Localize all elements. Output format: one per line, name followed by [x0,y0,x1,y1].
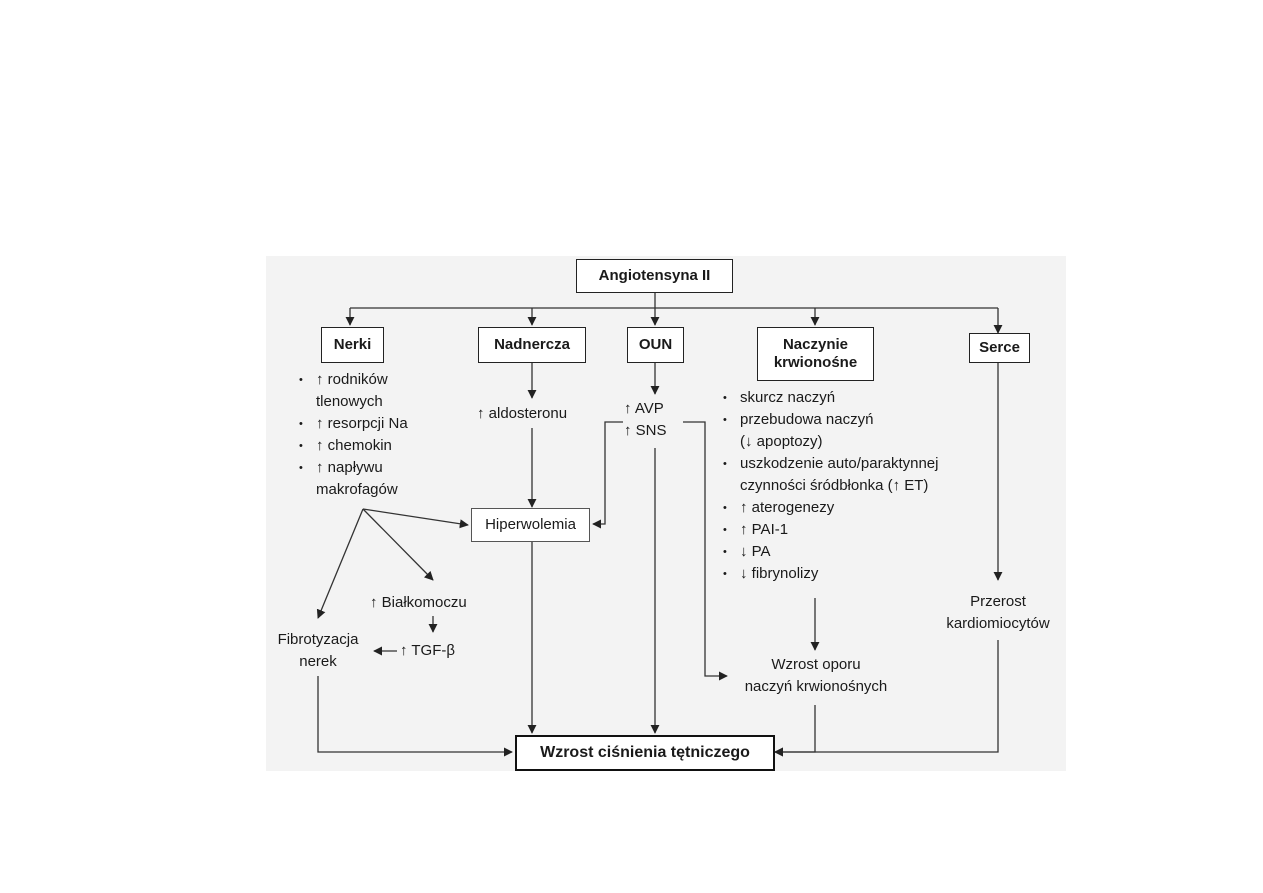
przerost-text: Przerost kardiomiocytów [946,593,1050,632]
list-item: ↑ PAI-1 [723,519,938,541]
list-item: ↑ chemokin [299,435,408,457]
node-nerki: Nerki [321,327,384,363]
opor-text: Wzrost oporu naczyń krwionośnych [744,656,888,695]
sns-text: ↑ SNS [624,422,667,439]
fibrotyzacja-text: Fibrotyzacja nerek [277,631,359,670]
bialkomocz-text: ↑ Białkomoczu [370,594,467,611]
node-naczynie-line1: Naczynie [782,336,849,353]
list-item: ↓ fibrynolizy [723,563,938,585]
list-item: ↑ aterogenezy [723,497,938,519]
list-item: przebudowa naczyń(↓ apoptozy) [723,409,938,453]
node-oun: OUN [627,327,684,363]
list-item: skurcz naczyń [723,387,938,409]
node-hiperwolemia: Hiperwolemia [471,508,590,542]
node-angiotensyna: Angiotensyna II [576,259,733,293]
list-item: ↓ PA [723,541,938,563]
list-item: ↑ resorpcji Na [299,413,408,435]
aldosteron-text: ↑ aldosteronu [477,405,568,422]
tgf-text: ↑ TGF-β [400,642,456,659]
node-naczynie: Naczynie krwionośne [757,327,874,381]
node-nadnercza: Nadnercza [478,327,586,363]
oun-effects: ↑ AVP ↑ SNS [624,398,667,442]
node-naczynie-line2: krwionośne [773,354,858,371]
naczynia-effects: skurcz naczyń przebudowa naczyń(↓ apopto… [723,387,938,585]
avp-text: ↑ AVP [624,400,664,417]
node-wzrost-cisnienia: Wzrost ciśnienia tętniczego [515,735,775,771]
node-serce: Serce [969,333,1030,363]
